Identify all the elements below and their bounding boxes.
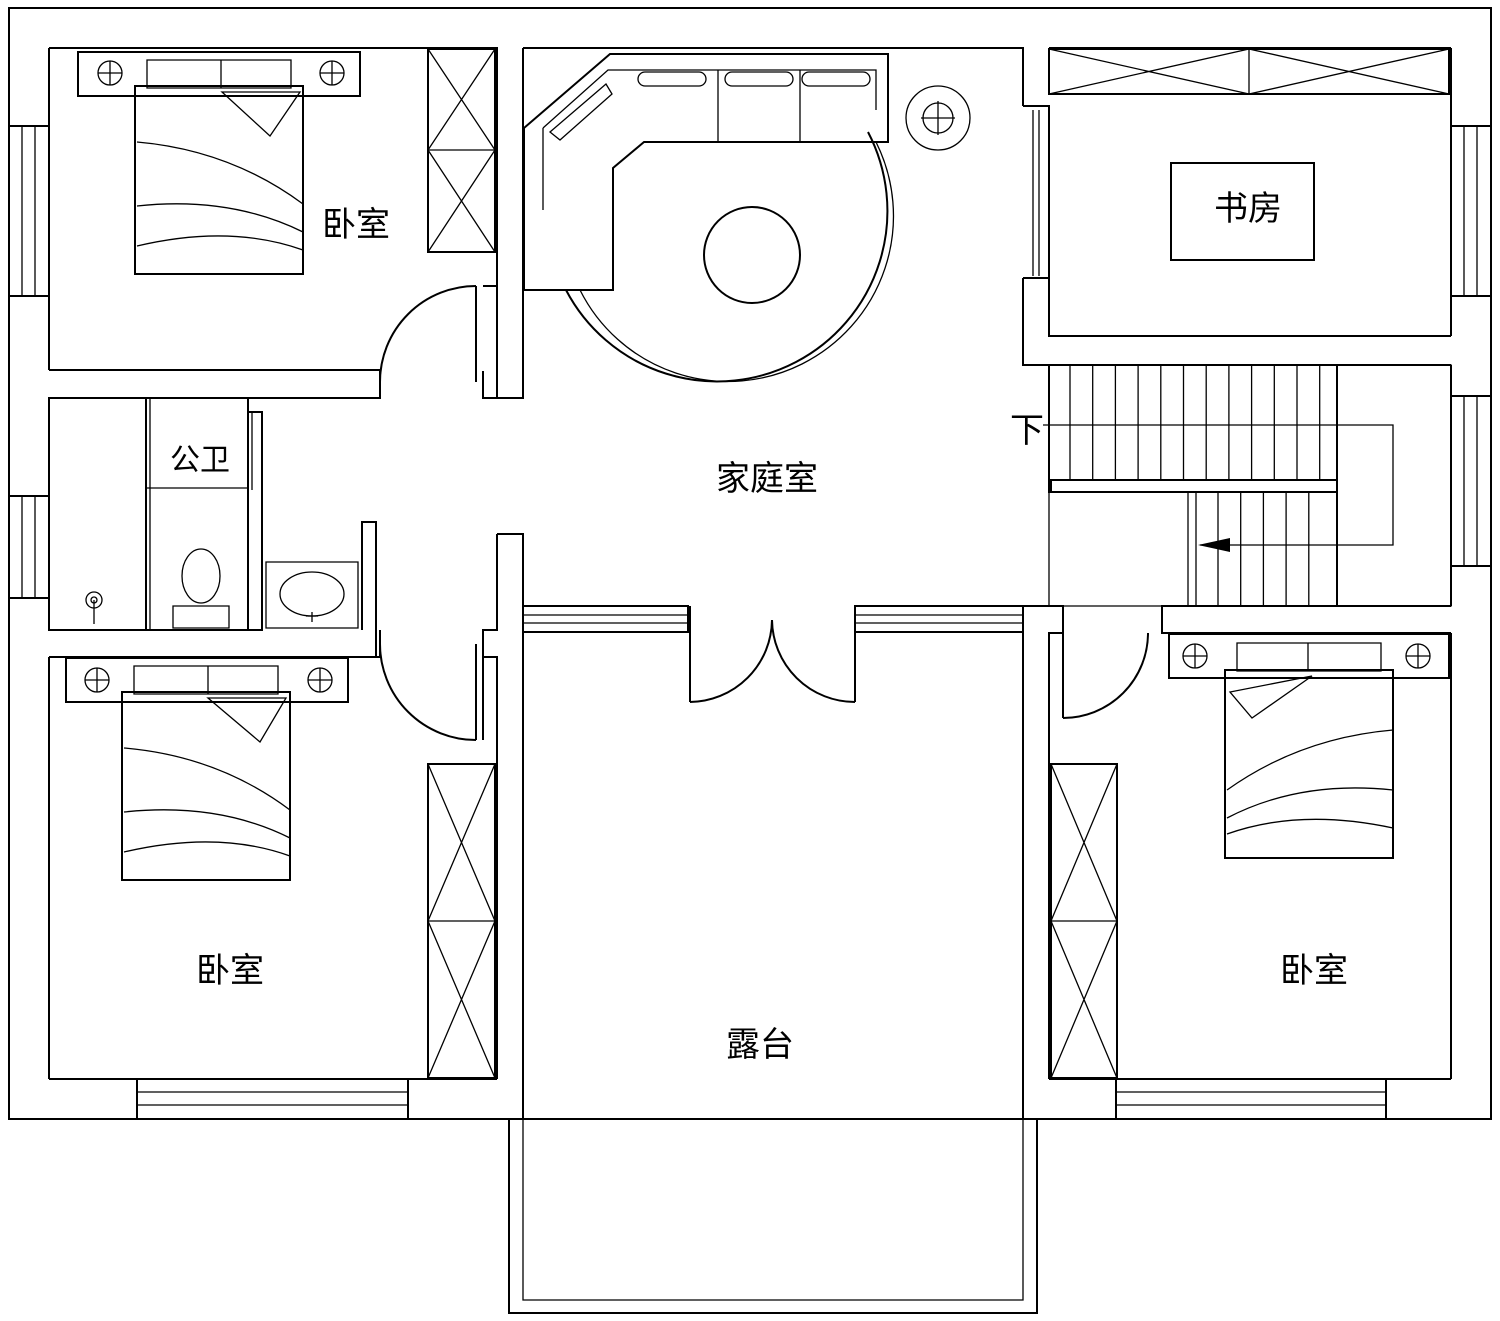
room-label-bedroom-bottom-right: 卧室 [1280, 951, 1348, 991]
room-label-bathroom: 公卫 [170, 443, 230, 478]
bed-bottom-right [1169, 634, 1449, 858]
room-label-family-room: 家庭室 [716, 459, 818, 499]
stairs-down-label: 下 [1010, 411, 1044, 451]
room-label-bedroom-bottom-left: 卧室 [196, 951, 264, 991]
bed-bottom-left [66, 658, 348, 880]
room-label-bedroom-top-left: 卧室 [322, 205, 390, 245]
wardrobes [428, 49, 1449, 1078]
room-label-terrace: 露台 [726, 1025, 794, 1065]
family-room-furniture [524, 54, 970, 381]
study-desk [1171, 163, 1314, 260]
windows [9, 126, 1491, 1119]
terrace-outline [509, 1119, 1037, 1313]
bathroom-fixtures [49, 398, 358, 630]
doors [248, 110, 1148, 740]
stairs [1043, 365, 1451, 606]
bed-top-left [78, 52, 360, 274]
room-label-study: 书房 [1214, 189, 1282, 229]
